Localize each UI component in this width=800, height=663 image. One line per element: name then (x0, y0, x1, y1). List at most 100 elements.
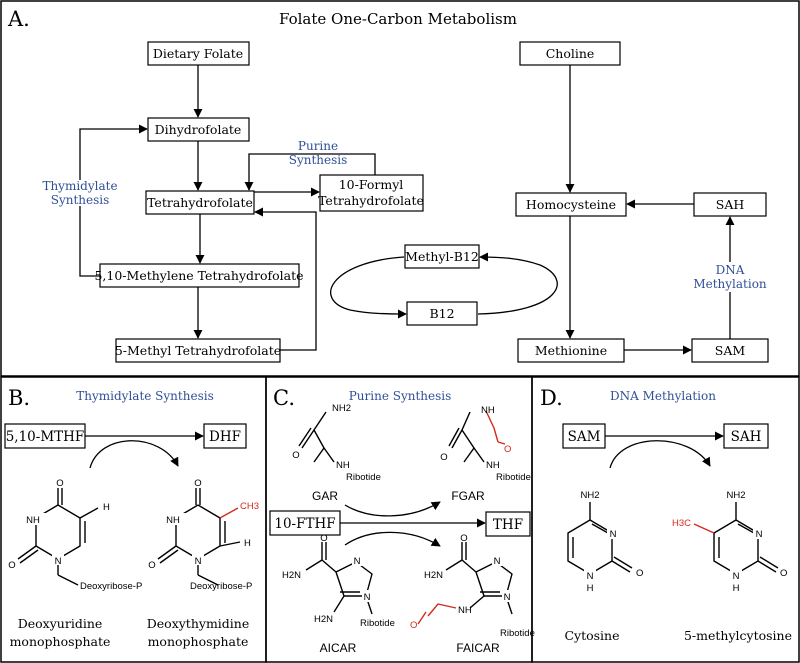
cytosine-name: Cytosine (564, 628, 619, 643)
label-thymidylate-1: Thymidylate (42, 179, 117, 193)
node-5-methyl-tetrahydrofolate: 5-Methyl Tetrahydrofolate (115, 338, 281, 363)
panel-c-upper-arrow (344, 501, 441, 517)
node-sam: SAM (691, 338, 769, 363)
deoxythymidine-name-1: Deoxythymidine (147, 616, 250, 631)
svg-text:H2N: H2N (314, 614, 333, 625)
node-b12: B12 (406, 301, 478, 326)
deoxythymidine-name-2: monophosphate (148, 634, 249, 649)
svg-text:NH: NH (486, 460, 500, 471)
gar-structure: NH2 O NH Ribotide (292, 403, 381, 483)
node-homocysteine: Homocysteine (515, 192, 627, 217)
svg-text:SAM: SAM (568, 429, 601, 445)
svg-text:O: O (504, 444, 511, 455)
svg-text:H: H (244, 538, 251, 549)
svg-text:10-Formyl: 10-Formyl (339, 177, 404, 192)
svg-text:THF: THF (493, 517, 523, 533)
node-choline: Choline (519, 41, 621, 66)
fgar-label: FGAR (451, 489, 485, 503)
node-sah: SAH (693, 192, 767, 217)
svg-text:O: O (292, 450, 299, 461)
svg-text:Ribotide: Ribotide (500, 628, 535, 639)
svg-text:Methyl-B12: Methyl-B12 (405, 249, 479, 264)
panel-c-title: Purine Synthesis (349, 389, 452, 403)
node-10-formyl-tetrahydrofolate: 10-Formyl Tetrahydrofolate (318, 174, 424, 212)
svg-text:Ribotide: Ribotide (360, 618, 395, 629)
panel-a-arrows (79, 65, 735, 355)
svg-text:NH2: NH2 (726, 490, 745, 501)
svg-text:Dihydrofolate: Dihydrofolate (155, 122, 242, 137)
svg-text:NH: NH (26, 515, 40, 526)
svg-text:N: N (610, 529, 617, 540)
svg-text:O: O (56, 478, 63, 489)
svg-text:CH3: CH3 (240, 501, 259, 512)
svg-text:Choline: Choline (546, 46, 595, 61)
panel-b-product: DHF (203, 423, 247, 449)
svg-text:5,10-Methylene Tetrahydrofolat: 5,10-Methylene Tetrahydrofolate (94, 268, 303, 283)
label-purine-2: Synthesis (289, 153, 348, 167)
panel-d-letter: D. (540, 386, 563, 410)
panel-c-reactant: 10-FTHF (269, 510, 341, 536)
label-dna-1: DNA (716, 263, 745, 277)
5-methylcytosine-structure: NH2 N N H O H3C (672, 490, 787, 594)
panel-b-letter: B. (8, 386, 30, 410)
svg-text:Ribotide: Ribotide (346, 472, 381, 483)
panel-a-letter: A. (7, 7, 30, 31)
svg-text:SAH: SAH (731, 429, 762, 445)
svg-text:NH2: NH2 (332, 403, 351, 414)
node-tetrahydrofolate: Tetrahydrofolate (145, 190, 255, 215)
svg-text:O: O (320, 533, 327, 544)
label-thymidylate-2: Synthesis (51, 193, 110, 207)
svg-text:SAM: SAM (715, 343, 746, 358)
svg-text:H: H (733, 583, 740, 594)
deoxyuridine-structure: O NH O N H Deoxyribose-P (8, 476, 142, 592)
gar-label: GAR (312, 489, 338, 503)
svg-text:O: O (8, 560, 15, 571)
svg-text:DHF: DHF (209, 429, 241, 445)
thymidylate-label-bg (50, 180, 112, 206)
svg-text:N: N (733, 571, 740, 582)
deoxyuridine-name-2: monophosphate (10, 634, 111, 649)
svg-text:O: O (410, 620, 417, 631)
svg-text:NH: NH (336, 460, 350, 471)
panel-d-title: DNA Methylation (610, 389, 716, 403)
node-methionine: Methionine (517, 338, 625, 363)
svg-text:Methionine: Methionine (535, 343, 607, 358)
label-purine-1: Purine (298, 139, 338, 153)
svg-text:Tetrahydrofolate: Tetrahydrofolate (318, 193, 424, 208)
panel-d-reactant: SAM (562, 423, 606, 449)
panel-d-product: SAH (723, 423, 769, 449)
svg-text:Deoxyribose-P: Deoxyribose-P (190, 581, 252, 592)
panel-a-title: Folate One-Carbon Metabolism (279, 10, 517, 28)
panel-d-frame (531, 376, 800, 663)
panel-b-title: Thymidylate Synthesis (76, 389, 213, 403)
fgar-structure: NH O O NH Ribotide (440, 405, 531, 483)
svg-text:B12: B12 (429, 306, 454, 321)
svg-text:H2N: H2N (424, 570, 443, 581)
svg-text:N: N (756, 529, 763, 540)
svg-text:O: O (460, 533, 467, 544)
5-methylcytosine-name: 5-methylcytosine (684, 628, 792, 643)
node-dietary-folate: Dietary Folate (147, 41, 250, 66)
label-dna-2: Methylation (693, 277, 767, 291)
svg-text:NH: NH (481, 405, 495, 416)
panel-c-product: THF (485, 511, 531, 537)
svg-text:N: N (494, 556, 501, 567)
deoxyuridine-name-1: Deoxyuridine (18, 616, 103, 631)
svg-text:H: H (587, 583, 594, 594)
svg-text:O: O (780, 568, 787, 579)
aicar-structure: O H2N N N H2N Ribotide (282, 533, 395, 629)
aicar-label: AICAR (320, 641, 357, 655)
node-dihydrofolate: Dihydrofolate (147, 117, 250, 142)
panel-a-frame (0, 0, 800, 377)
svg-text:NH2: NH2 (580, 490, 599, 501)
svg-text:N: N (55, 556, 62, 567)
svg-text:Dietary Folate: Dietary Folate (153, 46, 243, 61)
svg-text:5,10-MTHF: 5,10-MTHF (6, 429, 85, 445)
dna-label-bg (690, 262, 770, 292)
panel-d-curved-arrow (609, 440, 711, 469)
svg-text:SAH: SAH (716, 197, 745, 212)
svg-text:10-FTHF: 10-FTHF (274, 516, 335, 532)
svg-text:O: O (194, 478, 201, 489)
svg-text:5-Methyl Tetrahydrofolate: 5-Methyl Tetrahydrofolate (115, 343, 281, 358)
